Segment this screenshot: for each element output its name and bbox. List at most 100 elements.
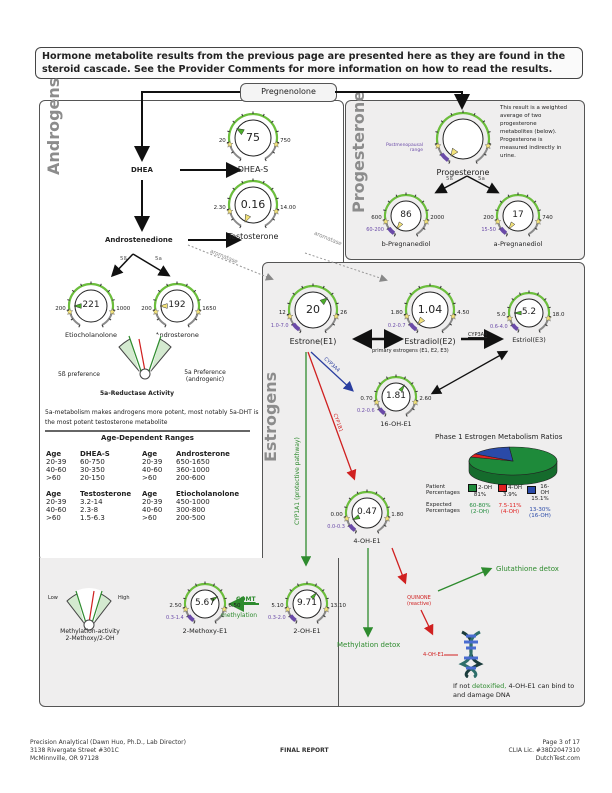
gauge-high-limit: 14.00 xyxy=(280,205,296,212)
divider xyxy=(45,430,250,432)
age-cell: 40-60 xyxy=(142,506,163,514)
gauge-tick xyxy=(435,131,439,133)
gauge-tick xyxy=(212,583,215,587)
hormone-header: DHEA-S xyxy=(80,450,110,458)
gauge-marker xyxy=(210,596,219,603)
gauge-high-star-icon xyxy=(322,605,330,613)
gauge-tick xyxy=(548,306,551,309)
progesterone-to-bpreg-arrow xyxy=(434,175,468,194)
gauge-tick xyxy=(439,285,442,289)
progesterone-gauge xyxy=(434,110,492,164)
footer-lab-line1: Precision Analytical (Dawn Huo, Ph.D., L… xyxy=(30,739,186,746)
gauge-low-star-icon xyxy=(182,605,190,613)
gauge-high-limit: 4.50 xyxy=(457,310,470,317)
methylation-activity-title-text: Methylation-activity xyxy=(60,628,120,635)
footer-page-info: Page 3 of 17 CLIA Lic. #38D2047310 Dutch… xyxy=(480,739,580,763)
gauge-low-limit: 1.80 xyxy=(390,310,403,317)
footer-final-report: FINAL REPORT xyxy=(280,747,329,754)
gauge-high-star-icon xyxy=(272,140,280,148)
pregnenolone-box: Pregnenolone xyxy=(240,83,337,102)
testosterone-gauge xyxy=(226,178,280,229)
gauge-tick xyxy=(299,330,302,334)
gauge-tick xyxy=(377,530,380,534)
gauge-tick xyxy=(157,289,161,293)
gauge-tick xyxy=(262,113,265,117)
reductase-needle xyxy=(138,338,146,372)
gauge-postmenopausal-range xyxy=(408,322,418,332)
gauge-low-limit: 5.10 xyxy=(271,603,284,610)
methylation-panel xyxy=(39,558,339,707)
gauge-tick xyxy=(70,318,74,321)
gauge-tick xyxy=(440,120,444,123)
methylation-detox-label: Methylation detox xyxy=(337,641,401,649)
legend-swatch xyxy=(497,484,507,492)
gauge-low-star-icon xyxy=(373,398,381,406)
gauge-tick xyxy=(239,225,242,229)
gauge-postmenopausal-range-label: 0.2-0.6 xyxy=(356,407,375,414)
gauge-low-limit: 200 xyxy=(483,215,494,222)
gauge-postmenopausal-range xyxy=(186,614,195,623)
gauge-tick xyxy=(526,194,529,198)
gauge-name: Androsterone xyxy=(155,331,199,339)
age-cell: >60 xyxy=(46,474,61,482)
expected-subtitle: (2-OH) xyxy=(470,509,490,515)
expected-percentage: 7.5-11% xyxy=(498,503,522,509)
gauge-low-star-icon xyxy=(226,207,234,215)
gauge-tick xyxy=(403,376,406,380)
gauge-low-star-icon xyxy=(403,312,411,320)
gauge-marker xyxy=(396,221,404,230)
oh4-e1-gauge xyxy=(343,489,391,534)
range-cell: 300-800 xyxy=(176,506,206,514)
gauge-postmenopausal-range xyxy=(348,523,357,532)
gauge-marker xyxy=(159,303,168,309)
gauge-tick xyxy=(241,113,244,117)
progesterone-5b-label: 5ß xyxy=(446,176,453,182)
gauge-tick xyxy=(395,194,398,198)
gauge-tick xyxy=(272,151,275,154)
phase1-pie-chart xyxy=(468,446,558,486)
gauge-tick xyxy=(344,506,347,509)
gauge-tick xyxy=(421,200,425,203)
gauge-tick xyxy=(187,589,191,592)
gauge-tick xyxy=(383,209,386,212)
gauge-postmenopausal-range-label: 15-50 xyxy=(481,227,496,234)
gauge-tick xyxy=(384,414,387,417)
gauge-marker xyxy=(351,514,361,521)
gauge-low-limit: 2.30 xyxy=(213,205,226,212)
gauge-tick xyxy=(271,120,274,123)
footer-lab-line3: McMinnville, OR 97128 xyxy=(30,755,99,762)
gauge-high-star-icon xyxy=(108,308,116,316)
gauge-tick xyxy=(426,209,429,212)
dna-note-post: 4-OH-E1 can bind to and damage DNA xyxy=(453,682,575,699)
gauge-normal-range xyxy=(153,282,201,312)
gauge-value: 221 xyxy=(82,299,100,310)
phase1-title: Phase 1 Estrogen Metabolism Ratios xyxy=(435,433,563,441)
pregnenolone-label: Pregnenolone xyxy=(261,87,316,96)
dhea-s-gauge xyxy=(226,111,280,162)
gauge-tick xyxy=(276,197,279,200)
patient-percentage: 15.1% xyxy=(531,496,549,502)
gauge-low-limit: 0.70 xyxy=(360,396,373,403)
age-cell: 40-60 xyxy=(142,466,163,474)
dna-4oh-label: 4-OH-E1 xyxy=(423,652,444,658)
patient-percentage: 3.9% xyxy=(503,492,517,498)
gauge-tick xyxy=(287,302,290,305)
age-cell: 20-39 xyxy=(46,458,67,466)
gauge-tick xyxy=(285,597,288,600)
range-cell: 360-1000 xyxy=(176,466,210,474)
gauge-tick xyxy=(264,158,267,162)
gauge-tick xyxy=(292,292,295,295)
gauge-marker xyxy=(235,128,245,136)
gauge-tick xyxy=(538,330,541,333)
gauge-low-star-icon xyxy=(66,308,74,316)
gauge-marker xyxy=(310,591,318,600)
gauge-marker xyxy=(450,147,459,157)
gauge-tick xyxy=(297,583,300,587)
gauge-marker xyxy=(73,303,82,309)
e1-to-16oh-arrow xyxy=(310,351,354,392)
gauge-value: 9.71 xyxy=(296,597,318,608)
gauge-tick xyxy=(107,289,111,293)
gauge-tick xyxy=(412,408,415,411)
